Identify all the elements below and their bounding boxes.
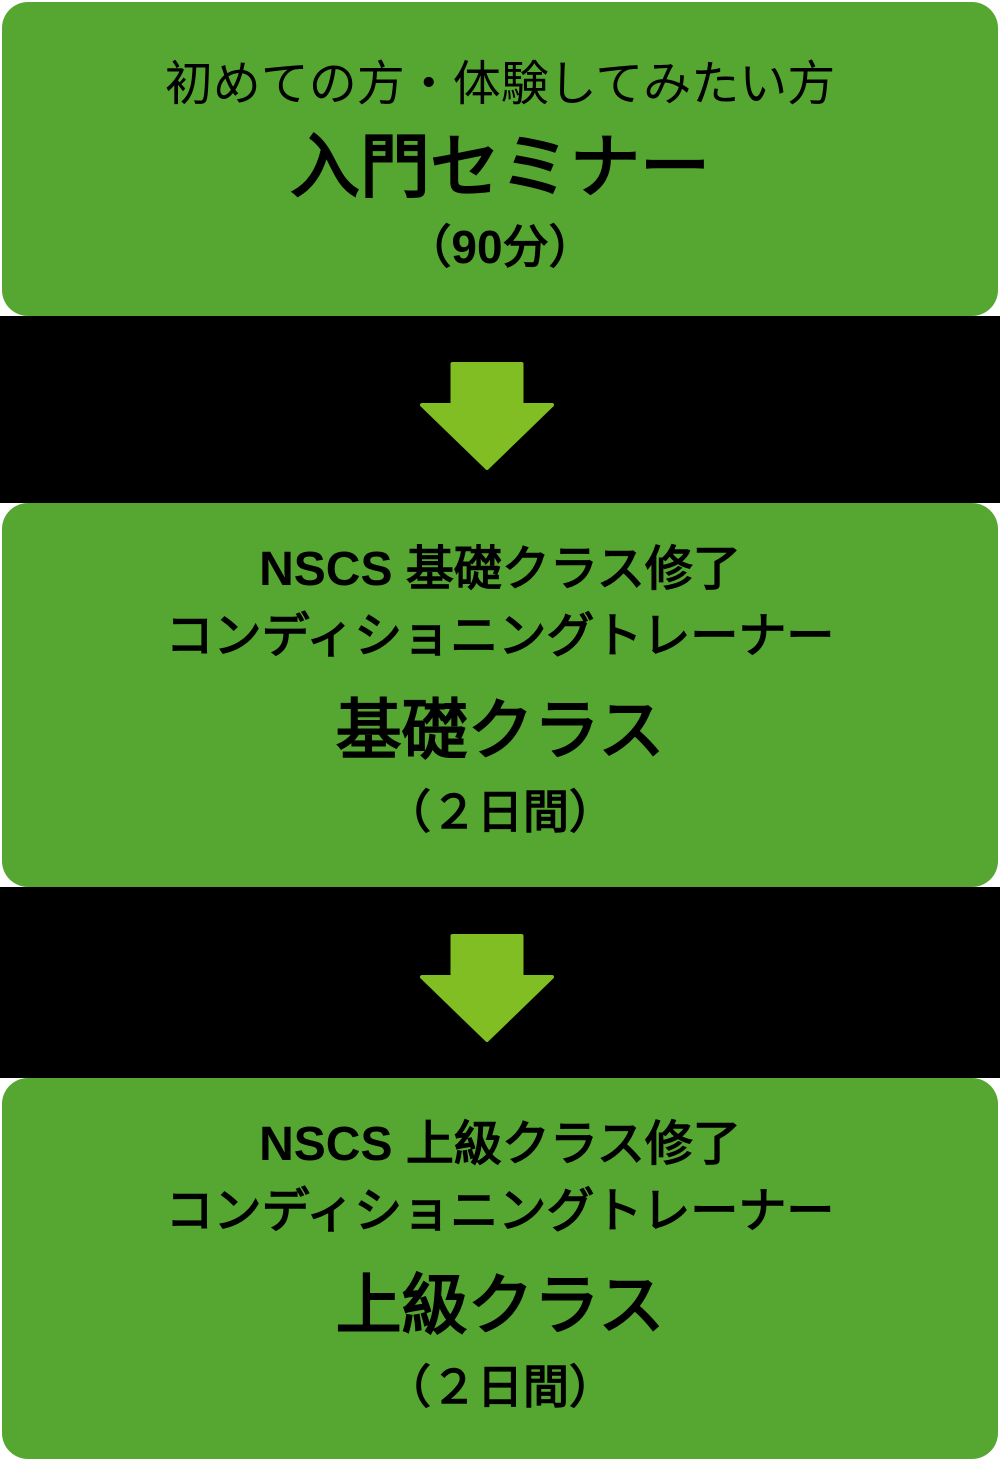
- gap-band-2: [0, 887, 1000, 1078]
- step-advanced-duration: （２日間）: [385, 1361, 615, 1413]
- step-basic-title: 基礎クラス: [335, 693, 665, 767]
- step-advanced-qualification-line1: NSCS 上級クラス修了: [259, 1118, 741, 1171]
- step-basic-qualification-line1: NSCS 基礎クラス修了: [259, 543, 741, 596]
- down-arrow-icon: [420, 934, 554, 1042]
- step-intro-seminar: 初めての方・体験してみたい方 入門セミナー （90分）: [2, 2, 998, 316]
- step-intro-title: 入門セミナー: [290, 128, 710, 206]
- step-basic-duration: （２日間）: [385, 786, 615, 838]
- step-intro-duration: （90分）: [405, 221, 595, 273]
- step-advanced-class: NSCS 上級クラス修了 コンディショニングトレーナー 上級クラス （２日間）: [2, 1078, 998, 1459]
- gap-band-1: [0, 316, 1000, 503]
- step-advanced-title: 上級クラス: [335, 1268, 665, 1342]
- step-intro-audience-label: 初めての方・体験してみたい方: [164, 58, 836, 111]
- step-advanced-qualification-line2: コンディショニングトレーナー: [165, 1185, 835, 1238]
- step-basic-class: NSCS 基礎クラス修了 コンディショニングトレーナー 基礎クラス （２日間）: [2, 503, 998, 887]
- step-basic-qualification-line2: コンディショニングトレーナー: [165, 610, 835, 663]
- down-arrow-icon: [420, 362, 554, 470]
